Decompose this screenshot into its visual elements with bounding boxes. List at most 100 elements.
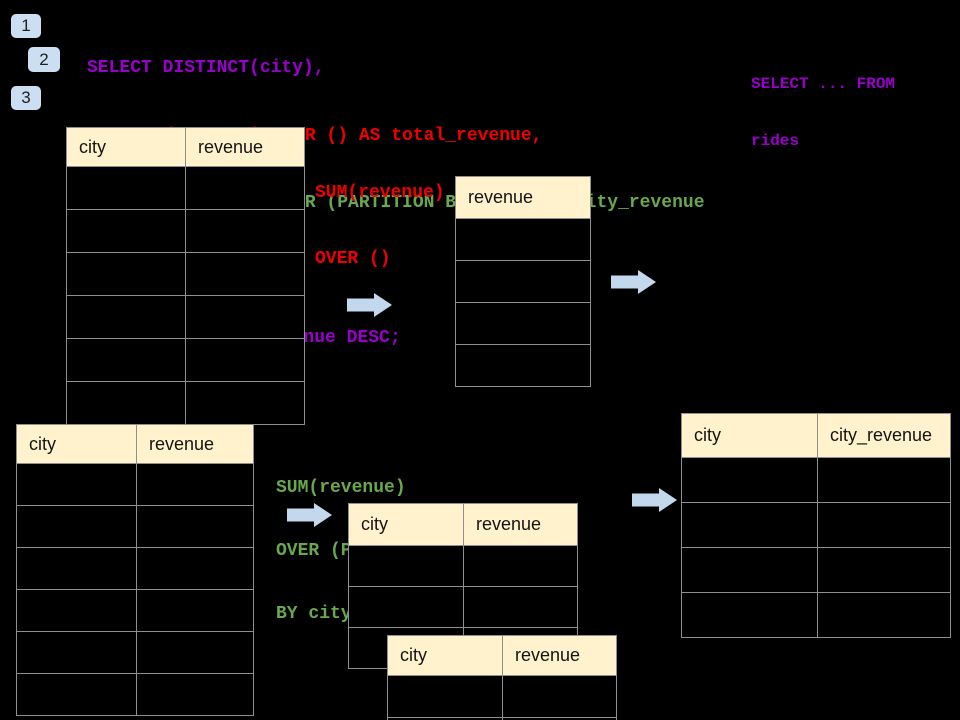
annotation-partition-line-1: SUM(revenue) xyxy=(276,478,406,498)
column-header-revenue: revenue xyxy=(185,127,305,167)
empty-cell xyxy=(455,218,591,261)
empty-cell xyxy=(16,547,137,590)
table-row xyxy=(455,302,591,345)
table-header-row: city revenue xyxy=(66,127,305,167)
empty-cell xyxy=(136,631,254,674)
table-row xyxy=(16,631,254,674)
empty-cell xyxy=(185,295,305,339)
table-row xyxy=(16,463,254,506)
empty-cell xyxy=(185,209,305,253)
table-row xyxy=(348,545,578,587)
table-source-bottom: city revenue xyxy=(16,424,254,716)
table-row xyxy=(681,502,951,548)
step-badge-2: 2 xyxy=(28,47,60,72)
column-header-revenue: revenue xyxy=(463,503,578,546)
column-header-city: city xyxy=(387,635,503,676)
table-row xyxy=(455,344,591,387)
empty-cell xyxy=(817,457,951,503)
empty-cell xyxy=(681,457,818,503)
table-header-row: revenue xyxy=(455,176,591,219)
empty-cell xyxy=(681,592,818,638)
empty-cell xyxy=(463,545,578,587)
table-row xyxy=(66,209,305,253)
empty-cell xyxy=(16,505,137,548)
annotation-total-line-1: SUM(revenue) xyxy=(315,183,445,203)
empty-cell xyxy=(66,166,186,210)
column-header-city: city xyxy=(348,503,464,546)
table-row xyxy=(387,717,617,720)
table-header-row: city revenue xyxy=(348,503,578,546)
empty-cell xyxy=(16,589,137,632)
table-source-top: city revenue xyxy=(66,127,305,425)
side-note-line-2: rides xyxy=(751,132,800,150)
empty-cell xyxy=(185,166,305,210)
table-row xyxy=(66,166,305,210)
empty-cell xyxy=(136,463,254,506)
table-row xyxy=(681,592,951,638)
table-row xyxy=(387,675,617,718)
sql-line-select: SELECT DISTINCT(city), xyxy=(87,58,325,78)
empty-cell xyxy=(348,586,464,628)
table-partition-overlay: city revenue xyxy=(387,635,617,720)
empty-cell xyxy=(136,673,254,716)
empty-cell xyxy=(817,547,951,593)
column-header-revenue: revenue xyxy=(455,176,591,219)
empty-cell xyxy=(136,589,254,632)
empty-cell xyxy=(16,631,137,674)
empty-cell xyxy=(348,545,464,587)
table-row xyxy=(16,673,254,716)
empty-cell xyxy=(66,381,186,425)
table-row xyxy=(681,547,951,593)
table-row xyxy=(16,505,254,548)
table-row xyxy=(681,457,951,503)
table-header-row: city revenue xyxy=(16,424,254,464)
empty-cell xyxy=(136,505,254,548)
table-total-revenue: revenue xyxy=(455,176,591,387)
empty-cell xyxy=(681,547,818,593)
empty-cell xyxy=(66,252,186,296)
empty-cell xyxy=(185,252,305,296)
empty-cell xyxy=(387,675,503,718)
empty-cell xyxy=(817,502,951,548)
empty-cell xyxy=(185,338,305,382)
side-note: SELECT ... FROM rides xyxy=(751,37,895,189)
empty-cell xyxy=(66,295,186,339)
step-badge-3: 3 xyxy=(11,86,41,110)
empty-cell xyxy=(463,586,578,628)
flow-arrow-icon xyxy=(632,488,678,512)
annotation-total-line-2: OVER () xyxy=(315,249,391,269)
column-header-city: city xyxy=(681,413,818,458)
empty-cell xyxy=(817,592,951,638)
table-row xyxy=(66,295,305,339)
table-row xyxy=(66,381,305,425)
table-row xyxy=(66,252,305,296)
flow-arrow-icon xyxy=(287,503,333,527)
table-row xyxy=(66,338,305,382)
empty-cell xyxy=(66,209,186,253)
table-row xyxy=(16,589,254,632)
table-header-row: city revenue xyxy=(387,635,617,676)
column-header-city-revenue: city_revenue xyxy=(817,413,951,458)
table-row xyxy=(16,547,254,590)
empty-cell xyxy=(455,260,591,303)
empty-cell xyxy=(136,547,254,590)
table-final-result: city city_revenue xyxy=(681,413,951,638)
empty-cell xyxy=(16,463,137,506)
flow-arrow-icon xyxy=(611,270,657,294)
table-row xyxy=(348,586,578,628)
column-header-city: city xyxy=(16,424,137,464)
empty-cell xyxy=(502,717,617,720)
empty-cell xyxy=(66,338,186,382)
flow-arrow-icon xyxy=(347,293,393,317)
side-note-line-1: SELECT ... FROM xyxy=(751,75,896,93)
table-header-row: city city_revenue xyxy=(681,413,951,458)
table-row xyxy=(455,218,591,261)
column-header-revenue: revenue xyxy=(502,635,617,676)
table-row xyxy=(455,260,591,303)
annotation-total-revenue: SUM(revenue) OVER () xyxy=(315,138,445,314)
step-badge-1: 1 xyxy=(11,14,41,38)
empty-cell xyxy=(681,502,818,548)
empty-cell xyxy=(185,381,305,425)
empty-cell xyxy=(455,344,591,387)
